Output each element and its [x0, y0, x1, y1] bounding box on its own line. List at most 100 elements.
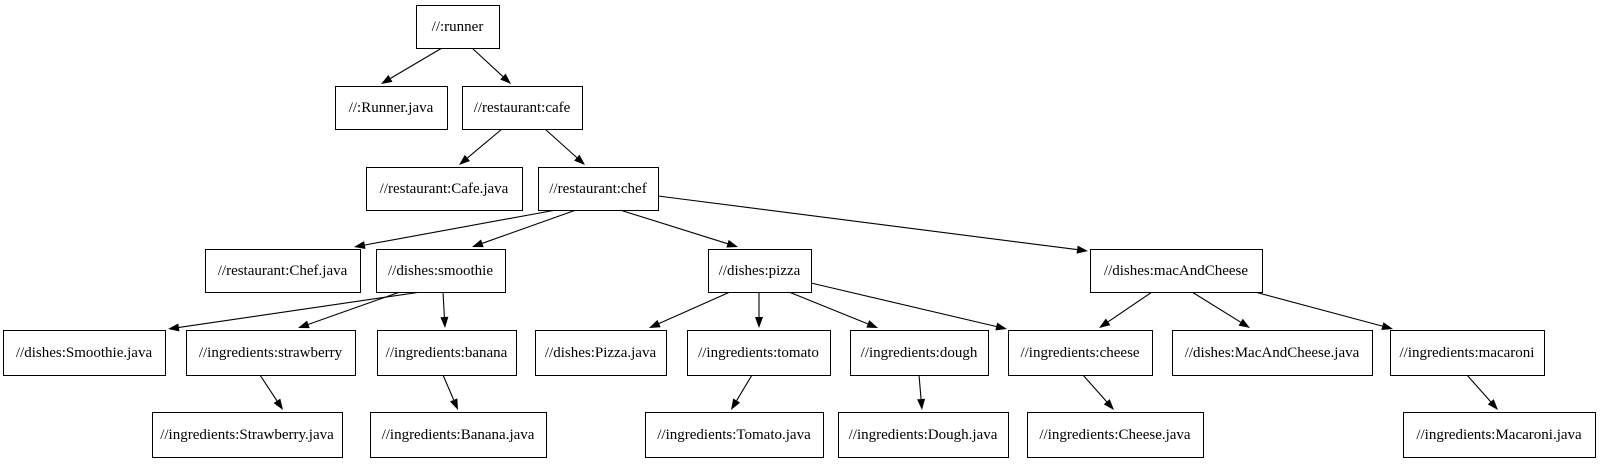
edge-banana-to-banana_java	[442, 374, 458, 410]
node-box[interactable]	[687, 330, 831, 376]
node-box[interactable]	[1027, 412, 1204, 458]
node-box[interactable]	[645, 412, 824, 458]
node-box[interactable]	[535, 330, 667, 376]
edge-line	[364, 209, 557, 246]
node-box[interactable]	[1403, 412, 1596, 458]
edge-macandcheese-to-cheese	[1099, 291, 1153, 328]
node-box[interactable]	[152, 412, 343, 458]
node-box[interactable]	[366, 167, 523, 211]
node-pizza[interactable]: //dishes:pizza	[708, 249, 812, 293]
node-macandcheese_java[interactable]: //dishes:MacAndCheese.java	[1172, 330, 1373, 376]
node-cheese_java[interactable]: //ingredients:Cheese.java	[1027, 412, 1204, 458]
node-box[interactable]	[416, 5, 500, 49]
edge-tomato-to-tomato_java	[731, 374, 753, 410]
node-box[interactable]	[1172, 330, 1373, 376]
node-box[interactable]	[376, 249, 506, 293]
edge-pizza-to-pizza_java	[649, 291, 731, 328]
node-runner_java[interactable]: //:Runner.java	[335, 86, 448, 130]
edge-arrowhead	[1076, 245, 1088, 254]
edge-line	[308, 291, 401, 325]
node-tomato_java[interactable]: //ingredients:Tomato.java	[645, 412, 824, 458]
node-cafe_java[interactable]: //restaurant:Cafe.java	[366, 167, 523, 211]
node-label: //ingredients:Banana.java	[382, 427, 535, 443]
node-box[interactable]	[1390, 330, 1545, 376]
edge-arrowhead	[649, 319, 661, 328]
edge-line	[1239, 287, 1383, 327]
node-box[interactable]	[538, 167, 659, 211]
edge-line	[467, 128, 503, 159]
edge-chef-to-macandcheese	[657, 195, 1088, 254]
node-cafe[interactable]: //restaurant:cafe	[462, 86, 583, 130]
node-box[interactable]	[1090, 249, 1263, 293]
edge-arrowhead	[1238, 318, 1250, 328]
node-banana_java[interactable]: //ingredients:Banana.java	[370, 412, 547, 458]
node-box[interactable]	[377, 330, 517, 376]
edge-strawberry-to-strawberry_java	[259, 374, 283, 410]
edge-cheese-to-cheese_java	[1082, 374, 1114, 410]
edge-arrowhead	[1487, 399, 1498, 410]
edge-arrowhead	[1381, 322, 1393, 331]
node-label: //ingredients:Tomato.java	[657, 427, 811, 443]
node-chef_java[interactable]: //restaurant:Chef.java	[205, 249, 361, 293]
node-banana[interactable]: //ingredients:banana	[377, 330, 517, 376]
edge-line	[442, 374, 455, 401]
edge-smoothie-to-banana	[440, 291, 449, 328]
node-macandcheese[interactable]: //dishes:macAndCheese	[1090, 249, 1263, 293]
node-chef[interactable]: //restaurant:chef	[538, 167, 659, 211]
node-label: //ingredients:banana	[386, 345, 508, 361]
edge-cafe-to-cafe_java	[459, 128, 503, 165]
node-strawberry_java[interactable]: //ingredients:Strawberry.java	[152, 412, 343, 458]
node-tomato[interactable]: //ingredients:tomato	[687, 330, 831, 376]
node-label: //ingredients:macaroni	[1400, 345, 1535, 361]
node-box[interactable]	[838, 412, 1009, 458]
edge-macandcheese-to-macaroni	[1239, 287, 1393, 331]
edge-arrowhead	[168, 323, 180, 332]
node-smoothie_java[interactable]: //dishes:Smoothie.java	[3, 330, 166, 376]
node-label: //ingredients:cheese	[1020, 345, 1139, 361]
node-strawberry[interactable]: //ingredients:strawberry	[186, 330, 356, 376]
edge-line	[1466, 374, 1492, 403]
edge-arrowhead	[726, 239, 738, 248]
edge-chef-to-smoothie	[472, 209, 577, 248]
edge-chef-to-pizza	[619, 209, 738, 248]
node-box[interactable]	[462, 86, 583, 130]
node-label: //ingredients:Strawberry.java	[160, 427, 334, 443]
node-runner[interactable]: //:runner	[416, 5, 500, 49]
node-label: //:runner	[432, 19, 484, 35]
node-box[interactable]	[3, 330, 166, 376]
node-label: //restaurant:chef	[549, 181, 646, 197]
node-box[interactable]	[186, 330, 356, 376]
node-macaroni_java[interactable]: //ingredients:Macaroni.java	[1403, 412, 1596, 458]
node-cheese[interactable]: //ingredients:cheese	[1008, 330, 1153, 376]
node-label: //dishes:MacAndCheese.java	[1185, 345, 1360, 361]
edge-smoothie-to-strawberry	[298, 291, 401, 329]
edges-layer	[168, 47, 1498, 410]
edge-arrowhead	[298, 320, 310, 329]
node-label: //restaurant:Chef.java	[218, 263, 348, 279]
node-dough[interactable]: //ingredients:dough	[850, 330, 989, 376]
node-box[interactable]	[850, 330, 989, 376]
edge-arrowhead	[500, 73, 511, 84]
node-box[interactable]	[370, 412, 547, 458]
node-dough_java[interactable]: //ingredients:Dough.java	[838, 412, 1009, 458]
node-label: //ingredients:tomato	[698, 345, 819, 361]
edge-arrowhead	[449, 398, 458, 410]
node-macaroni[interactable]: //ingredients:macaroni	[1390, 330, 1545, 376]
edge-macaroni-to-macaroni_java	[1466, 374, 1498, 410]
node-smoothie[interactable]: //dishes:smoothie	[376, 249, 506, 293]
node-box[interactable]	[205, 249, 361, 293]
edge-arrowhead	[917, 398, 926, 410]
edge-dough-to-dough_java	[917, 374, 926, 410]
edge-line	[482, 209, 577, 244]
edge-line	[442, 291, 445, 318]
nodes-layer: //:runner //:Runner.java //restaurant:cafe…	[3, 5, 1596, 458]
node-box[interactable]	[708, 249, 812, 293]
node-box[interactable]	[335, 86, 448, 130]
node-label: //dishes:Pizza.java	[545, 345, 657, 361]
node-label: //ingredients:Dough.java	[849, 427, 998, 443]
edge-line	[471, 47, 504, 77]
node-pizza_java[interactable]: //dishes:Pizza.java	[535, 330, 667, 376]
node-box[interactable]	[1008, 330, 1153, 376]
